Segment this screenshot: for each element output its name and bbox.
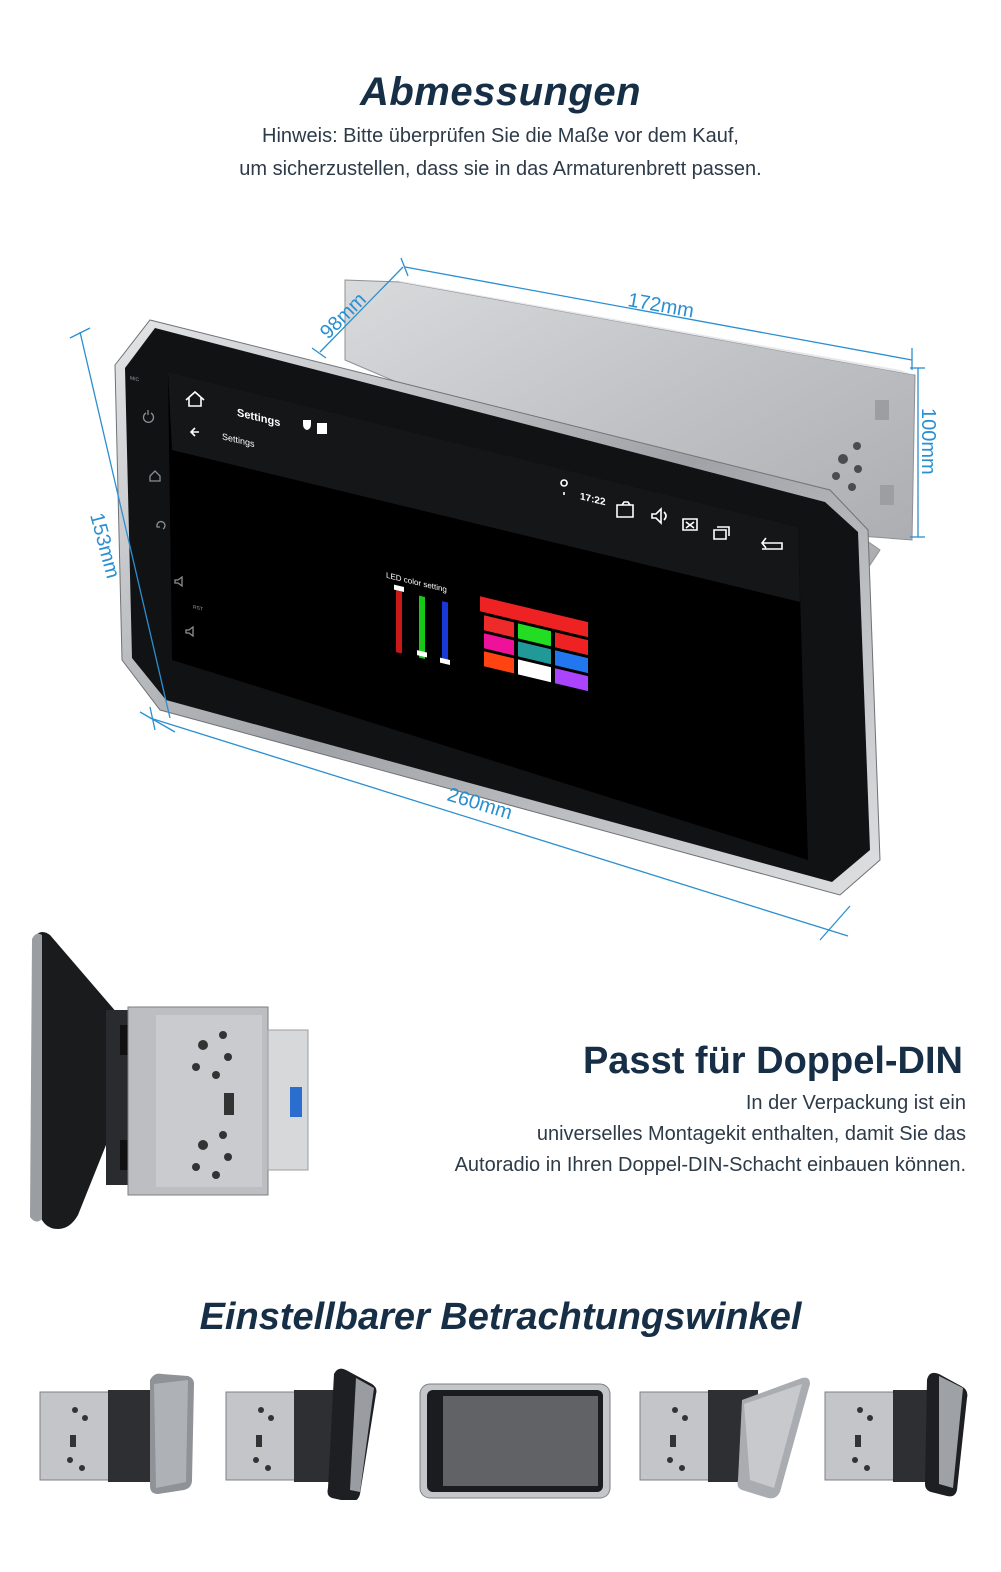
- double-din-text-line1: In der Verpackung ist ein: [745, 1092, 966, 1114]
- volume-up-icon[interactable]: [174, 575, 183, 588]
- gps-icon: [560, 479, 568, 495]
- palette-swatch-blue[interactable]: [555, 650, 588, 674]
- side-back-icon[interactable]: [156, 520, 166, 530]
- dimension-screen-height-label: 153mm: [85, 511, 124, 581]
- dimension-height-label: 100mm: [917, 408, 939, 475]
- back-arrow-icon[interactable]: [189, 427, 199, 437]
- palette-swatch-red[interactable]: [484, 615, 514, 638]
- return-icon[interactable]: [760, 537, 783, 550]
- volume-down-icon[interactable]: [185, 625, 194, 638]
- double-din-side-view: [30, 932, 309, 1229]
- dimensions-note-line1: Hinweis: Bitte überprüfen Sie die Maße v…: [262, 125, 739, 147]
- dimension-width-label: 172mm: [626, 289, 696, 322]
- dimensions-note-line2: um sicherzustellen, dass sie in das Arma…: [239, 158, 762, 180]
- palette-swatch-green[interactable]: [518, 623, 551, 647]
- device-dimension-diagram: Settings Settings 17:22 LED color settin…: [69, 257, 939, 941]
- palette-swatch-teal[interactable]: [518, 641, 551, 665]
- palette-swatch-red-2[interactable]: [555, 632, 588, 656]
- led-color-palette[interactable]: [480, 596, 588, 692]
- angle-view-front: [419, 1383, 611, 1499]
- viewing-angle-gallery: [39, 1368, 968, 1500]
- volume-icon[interactable]: [651, 507, 667, 525]
- palette-swatch-rainbow[interactable]: [555, 668, 588, 692]
- angle-view-2: [225, 1368, 377, 1500]
- angle-view-5: [824, 1372, 968, 1497]
- double-din-text-line3: Autoradio in Ihren Doppel-DIN-Schacht ei…: [454, 1154, 966, 1176]
- slider-red[interactable]: [396, 590, 402, 654]
- slider-blue[interactable]: [442, 601, 448, 665]
- camera-icon[interactable]: [616, 501, 634, 518]
- mic-label: MIC: [130, 375, 139, 383]
- palette-swatch-orange[interactable]: [484, 651, 514, 674]
- rst-label: RST: [193, 604, 203, 612]
- angle-view-4: [639, 1377, 810, 1499]
- dimensions-title: Abmessungen: [359, 70, 642, 114]
- palette-swatch-white[interactable]: [518, 659, 551, 683]
- home-icon[interactable]: [185, 390, 205, 407]
- dimension-lines: [69, 257, 925, 941]
- power-icon[interactable]: [142, 410, 155, 423]
- recent-apps-icon[interactable]: [713, 526, 730, 540]
- close-app-icon[interactable]: [682, 518, 698, 531]
- viewing-angle-title: Einstellbarer Betrachtungswinkel: [199, 1296, 802, 1338]
- palette-swatch-red-wide[interactable]: [480, 596, 588, 638]
- led-sliders[interactable]: [394, 584, 450, 666]
- side-home-icon[interactable]: [149, 470, 161, 482]
- double-din-text-line2: universelles Montagekit enthalten, damit…: [536, 1123, 966, 1145]
- angle-view-1: [39, 1373, 194, 1494]
- double-din-title: Passt für Doppel-DIN: [582, 1040, 963, 1082]
- notification-icon: [317, 423, 327, 434]
- slider-green[interactable]: [419, 595, 425, 660]
- shield-icon: [303, 420, 311, 430]
- palette-swatch-pink[interactable]: [484, 633, 514, 656]
